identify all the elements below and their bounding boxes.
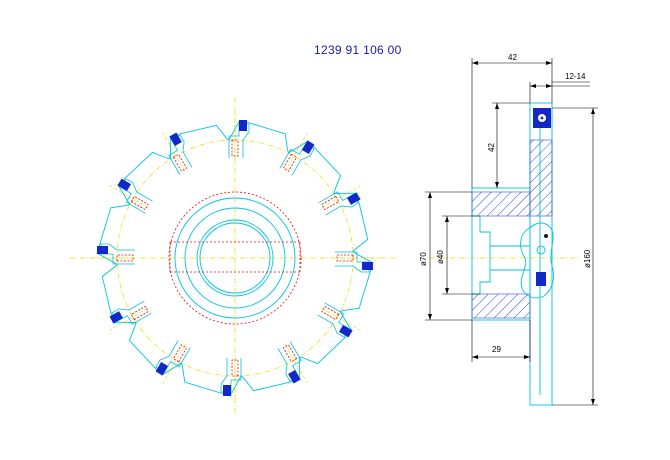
clamp-screw-icon — [116, 254, 134, 262]
bore-inner-circle — [199, 222, 271, 294]
cutter-tooth — [162, 132, 193, 175]
section-insert-icon — [536, 272, 546, 286]
hub-face-circle — [184, 207, 286, 309]
carbide-insert-icon — [362, 262, 373, 270]
bore-circle — [196, 219, 274, 297]
clamp-screw-icon — [172, 153, 188, 172]
carbide-insert-icon — [97, 246, 108, 254]
dim-bore-diameter: ø40 — [436, 250, 445, 264]
tooth-center-line — [162, 344, 186, 384]
dim-outer-diameter: ø160 — [583, 249, 592, 268]
carbide-insert-icon — [301, 140, 315, 155]
dimension-lines: 42 12-14 42 ø70 ø40 29 ø1 — [419, 53, 598, 406]
cutter-tooth — [335, 251, 380, 273]
cutter-tooth — [155, 340, 191, 384]
clamp-screw-icon — [282, 153, 298, 172]
dim-hub-length: 29 — [492, 345, 501, 354]
clamp-screw-icon — [321, 305, 340, 321]
carbide-insert-icon — [155, 361, 169, 376]
cutter-teeth — [90, 113, 380, 403]
section-small-screw-icon — [544, 234, 548, 238]
bore-step-upper — [472, 215, 530, 247]
cutter-tooth — [109, 178, 153, 214]
tooth-center-line — [284, 344, 308, 384]
cutter-tooth — [220, 358, 242, 403]
carbide-insert-icon — [239, 120, 247, 131]
cutter-tooth — [279, 132, 315, 176]
hub-section-bottom — [471, 293, 531, 319]
tooth-center-line — [321, 185, 361, 209]
section-screw-icon — [536, 245, 546, 255]
tooth-center-line — [109, 185, 149, 209]
part-number-label: 1239 91 106 00 — [314, 43, 402, 57]
cutter-tooth — [90, 243, 135, 265]
carbide-insert-icon — [169, 132, 182, 147]
clamp-screw-icon — [231, 359, 239, 377]
blade-section-top — [529, 139, 553, 217]
hidden-recess-circle — [168, 191, 302, 325]
break-out-edge — [520, 222, 555, 299]
hub-outline — [471, 187, 531, 321]
cutter-tooth — [317, 302, 361, 338]
clamp-screw-icon — [231, 139, 239, 157]
carbide-insert-icon — [338, 324, 353, 338]
carbide-insert-icon — [109, 311, 124, 324]
hub-outer-circle — [174, 197, 296, 319]
cutter-tooth — [109, 300, 152, 331]
carbide-insert-icon — [117, 178, 132, 192]
cutter-tooth — [228, 113, 250, 158]
top-insert-screw-center — [540, 116, 544, 120]
hub-section-top — [471, 191, 531, 217]
cutter-tooth — [318, 185, 361, 216]
tooth-center-line — [321, 307, 361, 331]
tooth-center-line — [162, 132, 186, 172]
clamp-screw-icon — [336, 254, 354, 262]
clamp-screw-icon — [172, 344, 188, 363]
dim-hub-diameter: ø70 — [419, 252, 428, 266]
clamp-screw-icon — [130, 195, 149, 211]
carbide-insert-icon — [288, 369, 301, 384]
clamp-screw-icon — [282, 344, 298, 363]
cutter-front-view — [70, 98, 400, 415]
tooth-center-line — [109, 307, 149, 331]
carbide-insert-icon — [223, 385, 231, 396]
tooth-center-line — [284, 132, 308, 172]
clamp-screw-icon — [321, 195, 340, 211]
dim-insert-width: 12-14 — [565, 72, 586, 81]
carbide-insert-icon — [346, 192, 361, 205]
clamp-screw-icon — [130, 305, 149, 321]
dim-cut-depth: 42 — [487, 143, 496, 152]
dim-overall-width: 42 — [508, 53, 517, 62]
cutter-tooth — [277, 341, 308, 384]
cutter-section-view — [430, 102, 580, 406]
